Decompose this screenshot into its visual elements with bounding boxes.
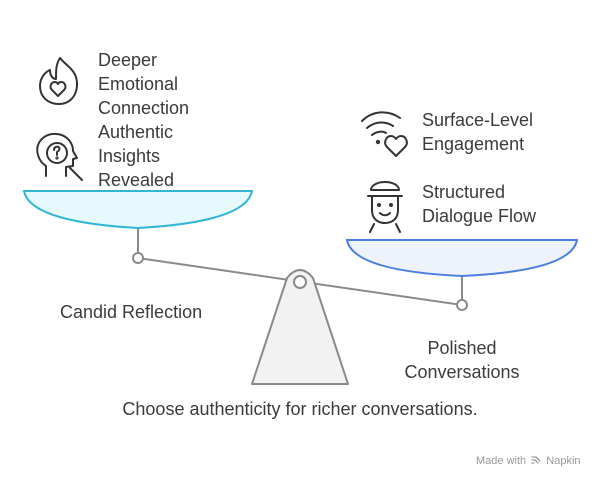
label-line: Connection [98, 98, 190, 118]
right-item-2-label: Structured Dialogue Flow [422, 180, 536, 228]
caption-line: Polished [427, 338, 497, 358]
left-pivot [132, 252, 144, 264]
label-line: Dialogue Flow [422, 206, 537, 226]
label-line: Surface-Level [422, 110, 534, 130]
label-line: Engagement [422, 134, 525, 154]
made-with-footer: Made with Napkin [476, 455, 581, 467]
head-question-icon [36, 132, 83, 181]
made-with-text: Made with [476, 455, 527, 467]
label-line: Authentic [98, 122, 174, 142]
label-line: Structured [422, 182, 506, 202]
left-caption: Candid Reflection [60, 302, 203, 322]
right-pan [345, 239, 579, 278]
robot-head-icon [367, 181, 403, 233]
fulcrum-pin [293, 275, 307, 289]
caption-line: Conversations [404, 362, 520, 382]
napkin-brand-text: Napkin [546, 455, 581, 467]
right-pivot [456, 299, 468, 311]
right-caption: Polished Conversations [382, 336, 542, 384]
left-item-1-label: Deeper Emotional Connection [98, 48, 189, 120]
left-item-2-label: Authentic Insights Revealed [98, 120, 174, 192]
fulcrum [251, 269, 349, 385]
label-line: Revealed [98, 170, 175, 190]
heart-flame-icon [39, 57, 79, 105]
wifi-heart-icon [361, 111, 408, 157]
label-line: Deeper [98, 50, 158, 70]
label-line: Insights [98, 146, 161, 166]
label-line: Emotional [98, 74, 179, 94]
conclusion-text: Choose authenticity for richer conversat… [122, 399, 478, 419]
napkin-logo-icon [531, 456, 541, 464]
right-item-1-label: Surface-Level Engagement [422, 108, 533, 156]
left-pan [22, 190, 254, 230]
